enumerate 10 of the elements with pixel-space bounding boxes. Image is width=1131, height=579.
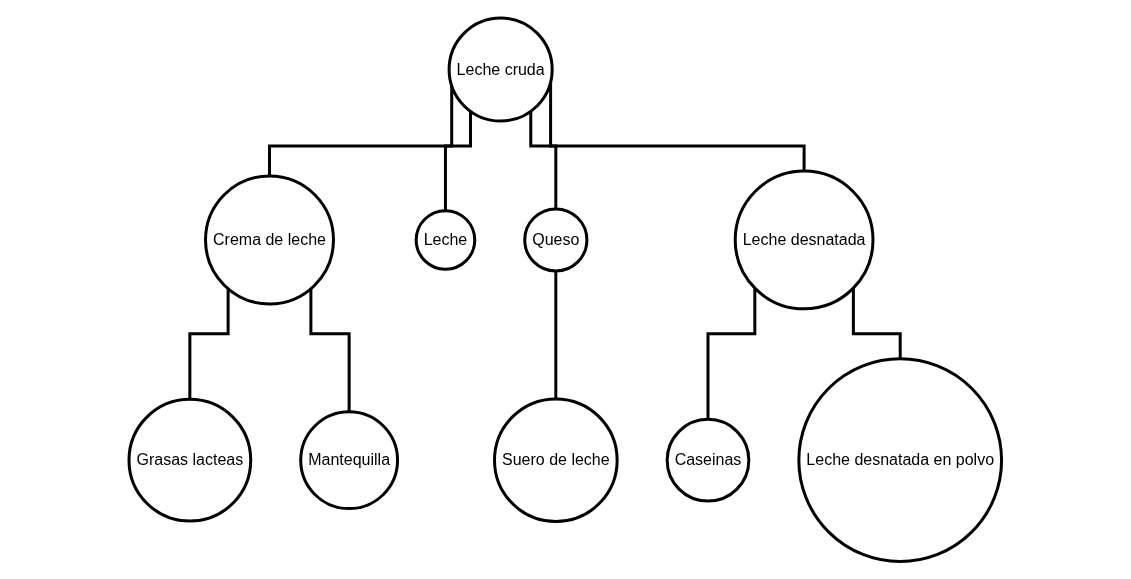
node-circle: Leche desnatada [733, 169, 875, 311]
node-circle: Leche [414, 208, 477, 271]
node-circle: Queso [523, 207, 589, 273]
node-circle: Mantequilla [299, 410, 400, 510]
node-circle: Leche cruda [447, 16, 554, 123]
node-circle: Caseinas [665, 417, 751, 503]
node-circle: Leche desnatada en polvo [797, 357, 1004, 563]
node-circle: Grasas lacteas [127, 397, 253, 523]
node-circle: Crema de leche [204, 174, 336, 306]
node-circle: Suero de leche [493, 397, 619, 523]
